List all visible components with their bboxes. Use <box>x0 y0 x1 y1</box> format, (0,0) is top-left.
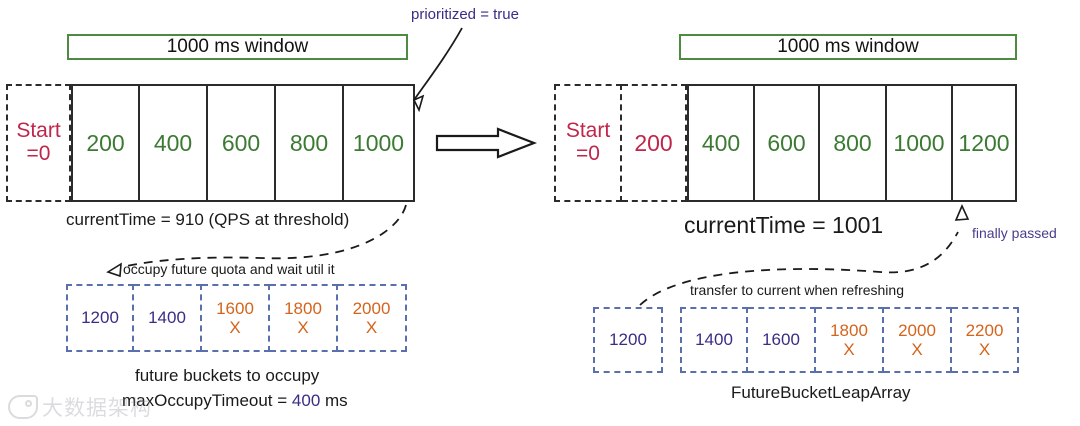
left-future-bucket-3: 1800 X <box>270 284 338 352</box>
left-future-bucket-1: 1400 <box>134 284 202 352</box>
right-bucket-2-value: 800 <box>833 129 872 156</box>
watermark: 大数据架构 <box>8 392 152 422</box>
right-current-time-caption: currentTime = 1001 <box>684 212 883 239</box>
max-occupy-timeout-caption: maxOccupyTimeout = 400 ms <box>122 391 348 411</box>
left-future-bucket-3-mark: X <box>297 318 309 337</box>
right-start-label-1: Start <box>565 119 611 143</box>
left-future-caption-label: future buckets to occupy <box>135 366 320 385</box>
left-future-bucket-4-value: 2000 <box>352 298 391 318</box>
right-bucket-0: 400 <box>687 84 754 202</box>
right-future-bucket-4-value: 2200 <box>965 320 1004 340</box>
transfer-annotation-label: transfer to current when refreshing <box>690 282 904 298</box>
right-bucket-2: 800 <box>819 84 886 202</box>
occupy-annotation-label: occupy future quota and wait util it <box>123 261 335 277</box>
right-bucket-3: 1000 <box>886 84 952 202</box>
left-bucket-0: 200 <box>71 84 139 202</box>
left-current-time-label: currentTime = 910 (QPS at threshold) <box>66 210 350 229</box>
right-future-bucket-3-value: 2000 <box>898 320 936 340</box>
left-future-bucket-2-value: 1600 <box>216 298 254 318</box>
right-transferred-bucket: 1200 <box>593 307 663 373</box>
right-future-bucket-strip: 1400 1600 1800 X 2000 X 2200 X <box>680 307 1019 373</box>
left-future-bucket-0: 1200 <box>66 284 134 352</box>
finally-passed-annotation: finally passed <box>972 225 1057 241</box>
left-future-bucket-4: 2000 X <box>338 284 407 352</box>
right-bucket-3-value: 1000 <box>893 129 945 156</box>
left-bucket-2: 600 <box>207 84 275 202</box>
right-future-bucket-3: 2000 X <box>884 307 952 373</box>
left-bucket-1: 400 <box>139 84 207 202</box>
right-transferred-bucket-value: 1200 <box>609 330 647 350</box>
watermark-logo-icon <box>8 395 38 419</box>
transfer-annotation: transfer to current when refreshing <box>690 282 904 298</box>
left-start-label-2: =0 <box>26 142 51 165</box>
transition-block-arrow-icon <box>435 127 538 159</box>
right-future-bucket-3-mark: X <box>911 340 923 359</box>
right-expired-bucket-value: 200 <box>634 129 673 156</box>
left-future-bucket-3-value: 1800 <box>284 298 322 318</box>
right-future-bucket-4: 2200 X <box>952 307 1019 373</box>
right-bucket-1: 600 <box>754 84 819 202</box>
left-future-bucket-2: 1600 X <box>202 284 270 352</box>
right-start-cell: Start =0 <box>554 84 622 202</box>
max-occupy-timeout-value: 400 <box>291 391 321 410</box>
prioritized-annotation: prioritized = true <box>411 6 519 23</box>
right-window-bar: 1000 ms window <box>679 34 1017 60</box>
finally-passed-label: finally passed <box>972 225 1057 241</box>
right-window-label: 1000 ms window <box>777 36 919 57</box>
right-bucket-1-value: 600 <box>767 129 806 156</box>
right-bucket-4: 1200 <box>952 84 1017 202</box>
right-future-bucket-2-value: 1800 <box>830 320 868 340</box>
right-future-bucket-0: 1400 <box>680 307 748 373</box>
left-bucket-strip: Start =0 200 400 600 800 1000 <box>6 84 415 202</box>
max-occupy-timeout-prefix: maxOccupyTimeout = <box>122 391 292 410</box>
left-bucket-2-value: 600 <box>221 129 261 156</box>
right-bucket-strip: Start =0 200 400 600 800 1000 1200 <box>554 84 1017 202</box>
prioritized-arrow-icon <box>412 27 463 113</box>
occupy-annotation: occupy future quota and wait util it <box>123 261 335 277</box>
right-future-caption: FutureBucketLeapArray <box>731 383 911 403</box>
right-future-bucket-1-value: 1600 <box>762 330 800 350</box>
right-future-bucket-2: 1800 X <box>816 307 884 373</box>
left-current-time-caption: currentTime = 910 (QPS at threshold) <box>66 210 349 230</box>
right-expired-bucket: 200 <box>622 84 687 202</box>
left-bucket-3-value: 800 <box>289 129 329 156</box>
right-future-caption-label: FutureBucketLeapArray <box>731 383 911 402</box>
right-future-bucket-4-mark: X <box>978 340 991 359</box>
left-future-bucket-0-value: 1200 <box>81 308 119 328</box>
left-bucket-3: 800 <box>275 84 343 202</box>
max-occupy-timeout-suffix: ms <box>320 391 348 410</box>
left-start-cell: Start =0 <box>6 84 71 202</box>
right-bucket-4-value: 1200 <box>958 129 1010 156</box>
left-bucket-4: 1000 <box>343 84 415 202</box>
left-bucket-1-value: 400 <box>153 129 193 156</box>
left-bucket-4-value: 1000 <box>352 129 405 156</box>
left-future-caption: future buckets to occupy <box>135 366 319 386</box>
watermark-text: 大数据架构 <box>42 396 152 420</box>
left-start-label-1: Start <box>16 119 61 143</box>
prioritized-annotation-label: prioritized = true <box>411 6 519 23</box>
left-future-bucket-1-value: 1400 <box>148 308 186 328</box>
right-future-bucket-2-mark: X <box>843 340 855 359</box>
left-future-bucket-4-mark: X <box>365 318 378 337</box>
left-future-bucket-strip: 1200 1400 1600 X 1800 X 2000 X <box>66 284 407 352</box>
left-window-bar: 1000 ms window <box>67 34 408 60</box>
right-future-bucket-0-value: 1400 <box>695 330 733 350</box>
left-bucket-0-value: 200 <box>86 129 125 156</box>
left-future-bucket-2-mark: X <box>229 318 241 337</box>
right-bucket-0-value: 400 <box>701 129 741 156</box>
right-future-bucket-1: 1600 <box>748 307 816 373</box>
right-start-label-2: =0 <box>576 142 600 165</box>
right-current-time-label: currentTime = 1001 <box>684 212 884 238</box>
left-window-label: 1000 ms window <box>166 36 309 57</box>
